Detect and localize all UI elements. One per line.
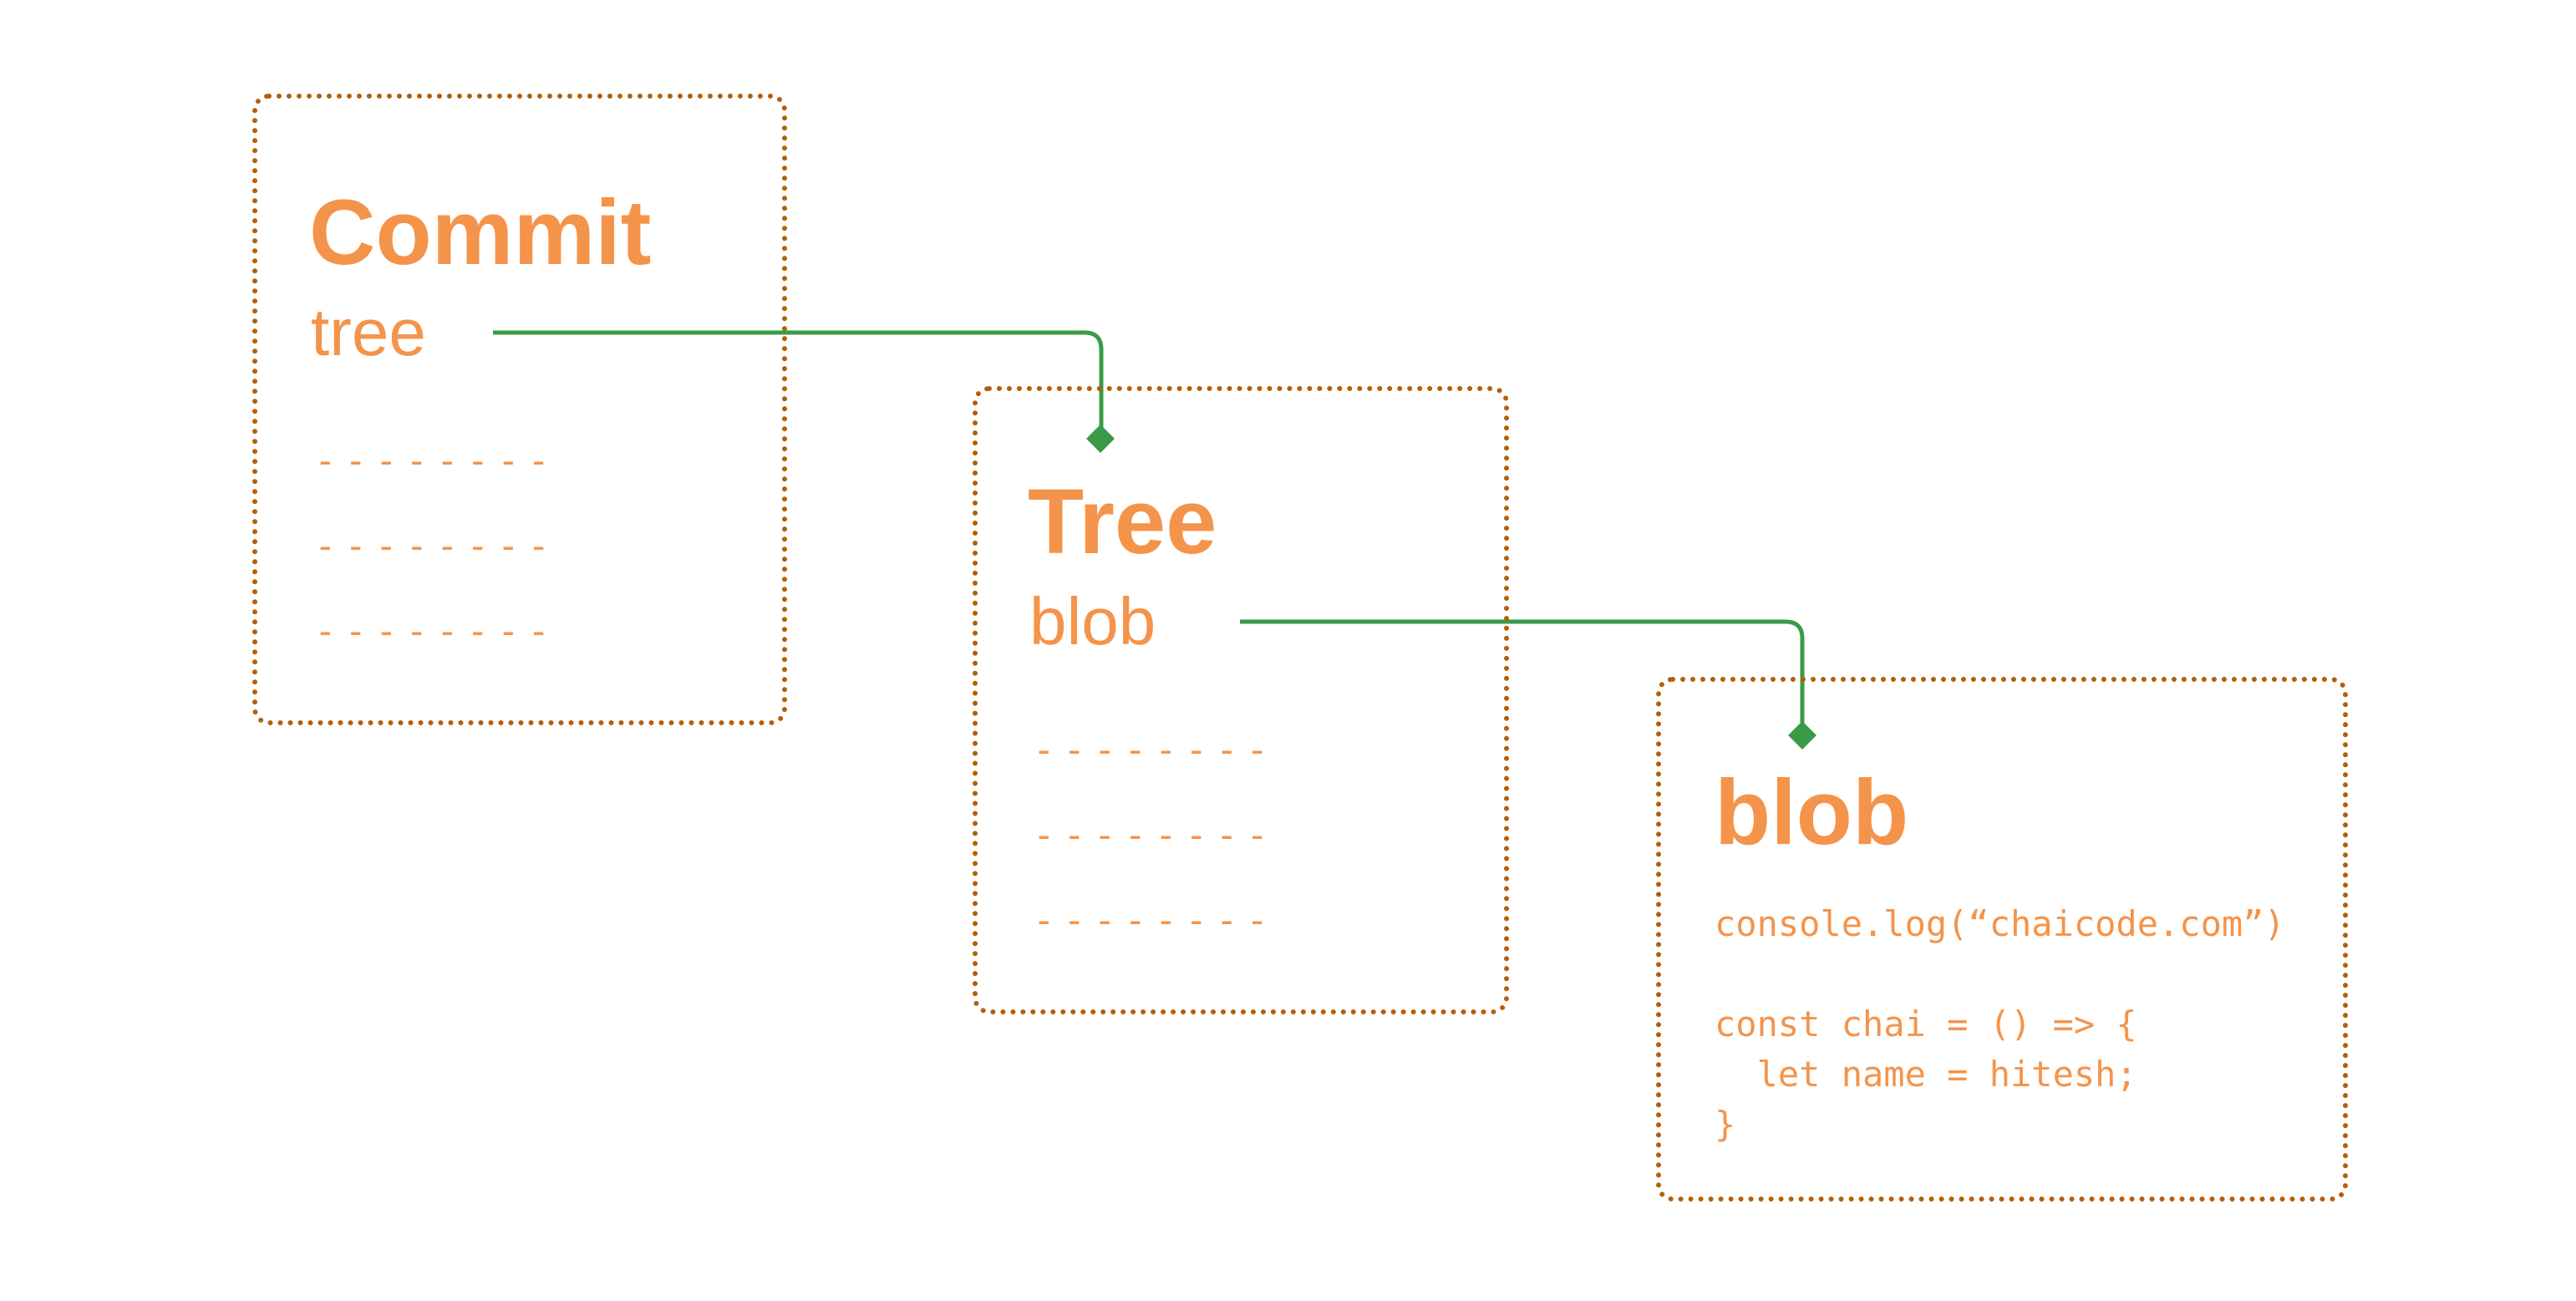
tree-card-placeholder-line: -------- — [1033, 729, 1277, 771]
commit-card-tree-field: tree — [311, 295, 426, 369]
blob-object-card — [1656, 677, 2348, 1202]
blob-code-line: const chai = () => { — [1715, 1004, 2137, 1044]
blob-code-line: let name = hitesh; — [1715, 1054, 2137, 1095]
blob-code-line: } — [1715, 1104, 1736, 1145]
commit-object-card — [252, 94, 787, 725]
tree-card-blob-field: blob — [1029, 584, 1156, 658]
blob-code-line: console.log(“chaicode.com”) — [1715, 903, 2285, 944]
commit-card-placeholder-line: -------- — [314, 525, 558, 567]
commit-card-placeholder-line: -------- — [314, 610, 558, 653]
tree-card-placeholder-line: -------- — [1033, 899, 1277, 942]
tree-card-title: Tree — [1028, 470, 1217, 573]
commit-card-title: Commit — [309, 181, 652, 284]
commit-card-placeholder-line: -------- — [314, 440, 558, 482]
tree-connector-arrowhead — [1086, 424, 1115, 453]
commit-to-tree-connector — [493, 330, 1104, 433]
blob-card-title: blob — [1715, 761, 1909, 864]
tree-object-card — [973, 386, 1509, 1014]
tree-card-placeholder-line: -------- — [1033, 814, 1277, 856]
tree-to-blob-connector — [1240, 619, 1805, 725]
